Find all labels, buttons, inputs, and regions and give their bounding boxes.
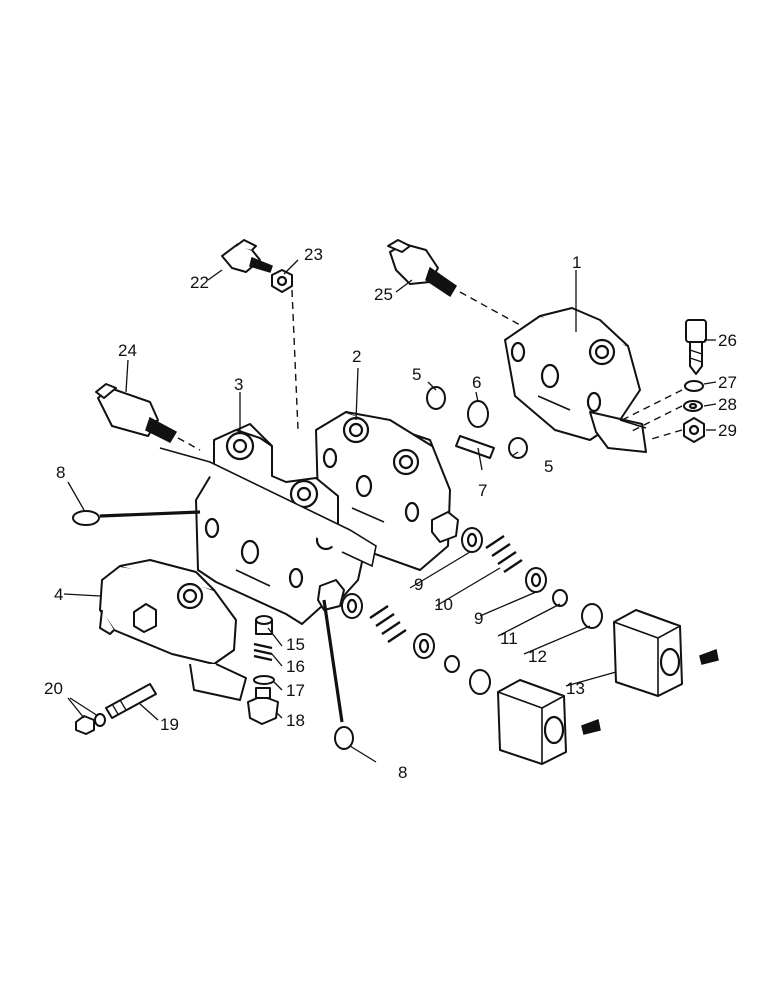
callout-10: 10 — [434, 595, 453, 614]
part-18-plug — [247, 687, 279, 725]
callout-3: 3 — [234, 375, 243, 394]
leader-lines — [63, 259, 717, 763]
part-13-end-cap-b — [497, 679, 601, 765]
part-5-o-ring-a — [426, 386, 446, 410]
callout-24: 24 — [118, 341, 137, 360]
callout-8a: 8 — [56, 463, 65, 482]
dash-line-28 — [629, 405, 683, 433]
callout-6: 6 — [472, 373, 481, 392]
part-22-adjusting-screw — [221, 239, 273, 273]
part-9-spool-collar-c — [341, 593, 363, 619]
callout-9a: 9 — [414, 575, 423, 594]
part-11-spool-cap-b — [444, 655, 460, 673]
callout-13: 13 — [566, 679, 585, 698]
callout-22: 22 — [190, 273, 209, 292]
part-12-o-ring-b — [469, 669, 491, 695]
part-28-lock-washer — [683, 400, 703, 412]
part-11-spool-cap-a — [552, 589, 568, 607]
part-5-o-ring-b — [508, 437, 528, 459]
callout-16: 16 — [286, 657, 305, 676]
callout-5a: 5 — [412, 365, 421, 384]
part-9-spool-collar-d — [413, 633, 435, 659]
dash-line-25 — [459, 291, 521, 326]
callout-17: 17 — [286, 681, 305, 700]
part-7-seal — [455, 435, 495, 459]
callout-19: 19 — [160, 715, 179, 734]
callout-26: 26 — [718, 331, 737, 350]
callout-15: 15 — [286, 635, 305, 654]
part-19-tie-rod — [105, 683, 157, 719]
dash-line-24 — [177, 437, 201, 451]
part-12-o-ring-a — [581, 603, 603, 629]
part-9-spool-collar-a — [461, 527, 483, 553]
callout-5b: 5 — [544, 457, 553, 476]
part-10-spring-a — [485, 535, 523, 573]
part-6-o-ring — [467, 400, 489, 428]
part-10-spring-b — [369, 605, 407, 643]
callout-4: 4 — [54, 585, 63, 604]
callout-25: 25 — [374, 285, 393, 304]
callout-7: 7 — [478, 481, 487, 500]
callout-12: 12 — [528, 647, 547, 666]
part-8-o-ring-a — [72, 510, 100, 526]
dash-line-29 — [647, 429, 683, 441]
callout-8b: 8 — [398, 763, 407, 782]
part-3-inlet-section — [159, 423, 377, 625]
callout-18: 18 — [286, 711, 305, 730]
part-26-bolt — [685, 319, 707, 375]
part-27-washer — [684, 380, 704, 392]
callout-29: 29 — [718, 421, 737, 440]
part-23-nut — [271, 269, 293, 293]
callout-27: 27 — [718, 373, 737, 392]
part-20-nut-washer — [75, 713, 106, 735]
part-8-o-ring-b — [334, 726, 354, 750]
callout-11: 11 — [500, 629, 518, 648]
part-25-relief-cartridge — [387, 239, 458, 298]
callout-2: 2 — [352, 347, 361, 366]
part-13-end-cap-a — [613, 609, 719, 697]
callout-9b: 9 — [474, 609, 483, 628]
part-24-relief-valve — [95, 383, 178, 443]
part-9-spool-collar-b — [525, 567, 547, 593]
callout-20: 20 — [44, 679, 63, 698]
callout-28: 28 — [718, 395, 737, 414]
part-16-spring — [253, 642, 273, 662]
part-8-guide-line-a — [99, 510, 201, 518]
dash-line-23 — [291, 289, 299, 431]
callout-1: 1 — [572, 253, 581, 272]
callout-23: 23 — [304, 245, 323, 264]
part-1-end-housing — [504, 307, 647, 453]
part-15-poppet — [255, 615, 273, 635]
part-17-seal-ring — [253, 675, 275, 685]
part-8-guide-line-b — [322, 599, 344, 723]
part-4-outlet-section — [99, 559, 247, 701]
part-29-nut — [683, 417, 705, 443]
